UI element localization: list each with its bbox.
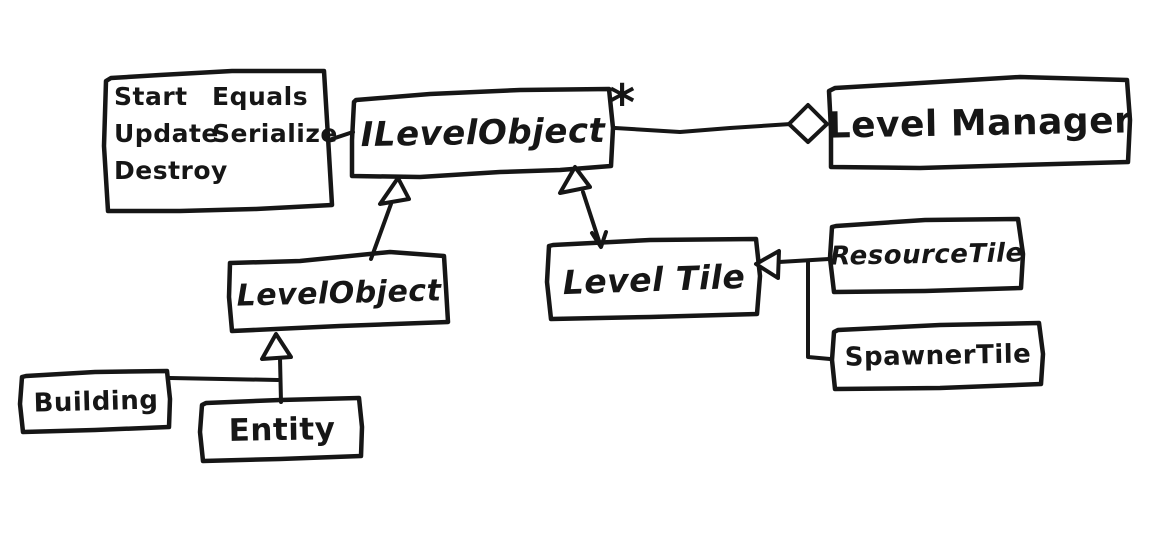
node-label-levelobject: LevelObject (236, 272, 442, 314)
ilevelobject-box (349, 86, 616, 180)
method-label: Serialize (212, 119, 338, 148)
aggregation-diamond-icon (787, 103, 829, 144)
node-label-level-tile: Level Tile (562, 256, 746, 302)
method-label: Destroy (114, 156, 228, 185)
leveltile-inherit-arrowhead (590, 230, 608, 249)
node-label-spawner-tile: SpawnerTile (844, 339, 1032, 373)
interface-to-manager-line (613, 122, 793, 134)
resourcetile-to-leveltile-line (777, 257, 831, 264)
node-label-ilevelobject: ILevelObject (360, 110, 606, 156)
resource-tile-box (827, 216, 1026, 295)
inheritance-triangle-levelobject-icon (378, 176, 411, 206)
spawnertile-branch-line (806, 259, 832, 361)
node-label-entity: Entity (228, 410, 336, 449)
inheritance-triangle-entity-icon (260, 332, 293, 361)
level-manager-box (826, 74, 1133, 171)
method-label: Update (114, 119, 219, 148)
inheritance-triangle-tiles-icon (754, 249, 781, 280)
entity-box (197, 395, 365, 464)
leveltile-inherit-shaft (581, 190, 602, 246)
methods-note-box (101, 68, 335, 214)
node-label-building: Building (33, 385, 159, 419)
multiplicity-star: * (609, 74, 636, 132)
node-label-level-manager: Level Manager (827, 99, 1133, 147)
entity-inherit-shaft (278, 356, 283, 404)
inheritance-triangle-leveltile-icon (558, 165, 592, 195)
spawner-tile-box (829, 320, 1046, 392)
levelobject-box (226, 249, 451, 334)
method-label: Start (114, 82, 188, 111)
building-box (17, 368, 173, 435)
method-label: Equals (212, 82, 309, 111)
methods-note-text: Start Equals Update Serialize Destroy (114, 78, 337, 189)
note-to-interface-line (330, 130, 355, 141)
levelobject-inherit-shaft (369, 202, 393, 261)
building-branch-line (168, 376, 280, 382)
node-label-resource-tile: ResourceTile (830, 238, 1024, 272)
